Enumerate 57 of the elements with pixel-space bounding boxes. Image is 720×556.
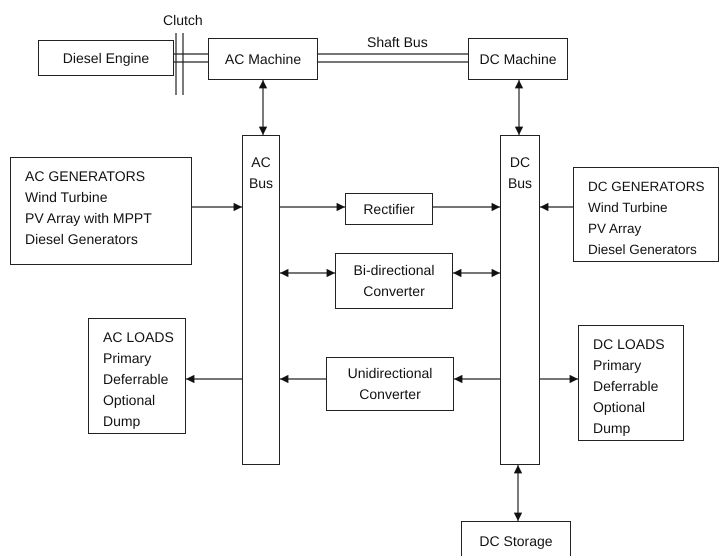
block (578, 325, 684, 441)
arrow (192, 202, 242, 212)
label: AC Machine (224, 50, 302, 68)
heading: DC LOADS (593, 335, 666, 354)
bus-bar (500, 135, 540, 465)
heading: AC LOADS (103, 328, 175, 347)
block (88, 318, 186, 434)
label: Diesel Generators (25, 230, 139, 249)
label: Unidirectional Converter (346, 364, 434, 404)
label: DC Bus (506, 153, 534, 193)
arrow (433, 202, 500, 212)
arrow (258, 80, 268, 135)
heading: AC GENERATORS (25, 167, 146, 186)
label: Deferrable (593, 377, 660, 396)
block (345, 193, 433, 225)
label: Diesel Generators (588, 241, 698, 259)
label: DC Storage (479, 532, 553, 551)
arrow (186, 374, 242, 384)
label: Optional (593, 398, 646, 417)
arrow (453, 268, 500, 278)
label: Wind Turbine (588, 199, 669, 217)
arrow (514, 465, 522, 521)
block (335, 253, 453, 309)
label: Wind Turbine (25, 188, 108, 207)
label: Primary (593, 356, 642, 375)
block (573, 167, 719, 262)
shaft-line (173, 53, 209, 63)
label: Rectifier (363, 200, 415, 218)
label: AC Bus (248, 153, 274, 193)
label: Primary (103, 349, 152, 368)
block (468, 38, 568, 80)
arrow (454, 374, 500, 384)
block (461, 521, 571, 556)
arrow (280, 202, 345, 212)
arrow (540, 202, 573, 212)
label: Optional (103, 391, 156, 410)
bus-bar (242, 135, 280, 465)
arrow (514, 80, 524, 135)
label: Bi-directional Converter (352, 261, 436, 301)
block (38, 40, 174, 76)
edge-label: Shaft Bus (366, 34, 429, 50)
label: DC Machine (479, 50, 557, 68)
arrow (280, 268, 335, 278)
arrow (540, 374, 578, 384)
label: PV Array with MPPT (25, 209, 153, 228)
block (10, 157, 192, 265)
heading: DC GENERATORS (588, 178, 706, 196)
block (208, 38, 318, 80)
label: Dump (593, 419, 632, 438)
block (326, 357, 454, 411)
label: Diesel Engine (62, 48, 150, 68)
arrow (280, 374, 326, 384)
label: Dump (103, 412, 142, 431)
label: PV Array (588, 220, 642, 238)
label: Deferrable (103, 370, 170, 389)
shaft-line (317, 53, 469, 63)
edge-label: Clutch (162, 12, 204, 28)
